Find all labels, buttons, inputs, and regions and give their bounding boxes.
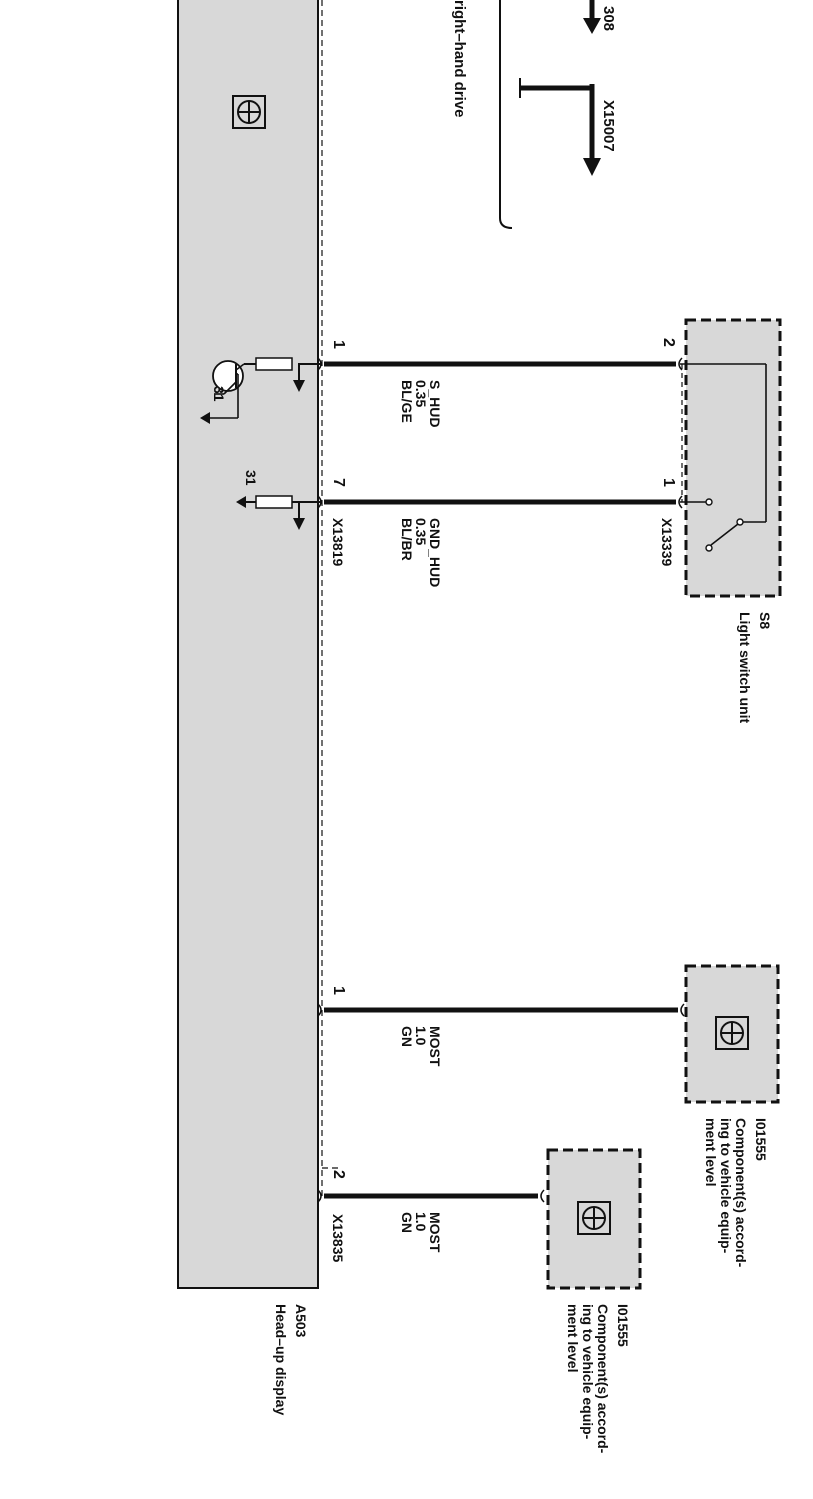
wire-3-signal: MOST: [427, 1026, 443, 1067]
component-1-line2: ing to vehicle equip-: [718, 1118, 734, 1254]
wire-1-gauge: 0.35: [413, 380, 429, 407]
wire-1-signal: S_HUD: [427, 380, 443, 427]
component-1-line1: Component(s) accord-: [733, 1118, 749, 1268]
transistor-circuit: [200, 357, 322, 424]
component-2-id: I01555: [615, 1304, 631, 1347]
wire-gnd-hud: [317, 495, 683, 509]
x13339-pin-2: 2: [660, 338, 677, 347]
x13835-pin-1: 1: [330, 986, 347, 995]
x13819-pin-1: 1: [330, 340, 347, 349]
wire-4-signal: MOST: [427, 1212, 443, 1253]
wire-2-signal: GND_HUD: [427, 518, 443, 587]
wire-most-1: [317, 1003, 685, 1017]
connector-x13339-label: X13339: [659, 518, 675, 566]
wire-most-2: [317, 1189, 545, 1203]
ground-label-1: 31: [211, 386, 227, 402]
resistor-circuit: [236, 495, 322, 530]
connector-x13835-label: X13835: [330, 1214, 346, 1262]
main-unit-id: A503: [293, 1304, 309, 1338]
top-arrow-308: [583, 0, 601, 34]
arrow-308-label: 308: [600, 6, 617, 31]
wire-2-gauge: 0.35: [413, 518, 429, 545]
wire-4-color: GN: [399, 1212, 415, 1233]
component-1-line3: ment level: [703, 1118, 719, 1186]
switch-symbol: [680, 363, 767, 552]
component-2-line1: Component(s) accord-: [595, 1304, 611, 1454]
component-1-id: I01555: [753, 1118, 769, 1161]
light-switch-box: [684, 318, 782, 598]
x13819-pin-7: 7: [330, 478, 347, 487]
light-switch-id: S8: [757, 612, 773, 629]
wire-s-hud: [317, 357, 683, 371]
x15007-label: X15007: [600, 100, 617, 152]
component-2-line2: ing to vehicle equip-: [580, 1304, 596, 1440]
ground-label-2: 31: [243, 470, 259, 486]
note-bracket: [499, 0, 513, 229]
x13835-pin-2: 2: [330, 1170, 347, 1179]
wire-4-gauge: 1.0: [413, 1212, 429, 1232]
component-2-line3: ment level: [565, 1304, 581, 1372]
wire-3-gauge: 1.0: [413, 1026, 429, 1046]
light-switch-name: Light switch unit: [737, 612, 753, 724]
connector-x13819-label: X13819: [330, 518, 346, 566]
head-up-display-box: [177, 0, 319, 1289]
wire-3-color: GN: [399, 1026, 415, 1047]
main-unit-name: Head–up display: [273, 1304, 289, 1415]
arrow-x15007: [519, 78, 601, 176]
wire-1-color: BL/GE: [399, 380, 415, 423]
wire-2-color: BL/BR: [399, 518, 415, 561]
right-hand-drive-note: right–hand drive: [451, 0, 468, 118]
x13339-pin-1: 1: [660, 478, 677, 487]
